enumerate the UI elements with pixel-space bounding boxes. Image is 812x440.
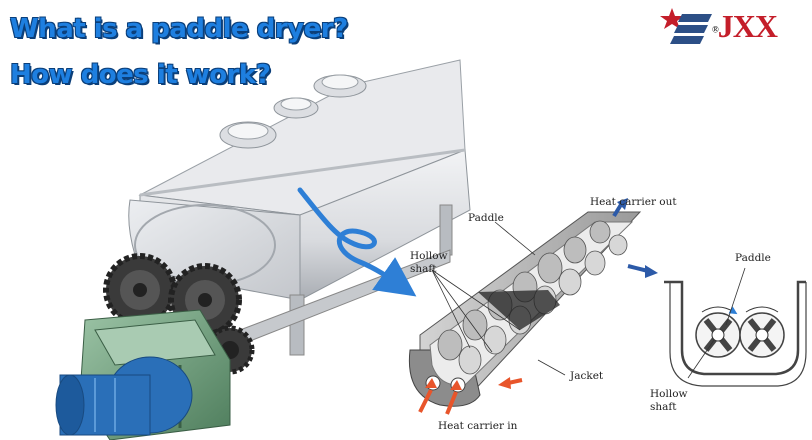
- label-cross-hollow-shaft: Hollow shaft: [650, 388, 688, 413]
- label-jacket: Jacket: [570, 370, 604, 382]
- brand-logo: ®JXX: [712, 8, 778, 45]
- page-title: What is a paddle dryer?: [10, 14, 348, 44]
- label-heat-carrier-out: Heat carrier out: [590, 196, 677, 208]
- trough-schematic: [408, 198, 658, 415]
- jxx-logo-icon: [660, 8, 712, 44]
- inspection-hatch: [313, 74, 367, 98]
- label-hollow-shaft: Hollow shaft: [410, 250, 448, 275]
- label-cross-paddle: Paddle: [735, 252, 771, 264]
- cross-section-diagram: [664, 267, 807, 387]
- logo-registered-mark: ®: [712, 24, 719, 35]
- flow-arrow-icon: [297, 187, 417, 297]
- label-heat-carrier-in: Heat carrier in: [438, 420, 518, 432]
- dryer-machine: [128, 59, 471, 356]
- logo-text: JXX: [717, 8, 778, 44]
- motor: [55, 356, 193, 436]
- label-paddle: Paddle: [468, 212, 504, 224]
- inspection-hatch: [273, 97, 319, 119]
- inspection-hatch: [219, 121, 277, 149]
- page-subtitle: How does it work?: [10, 60, 271, 90]
